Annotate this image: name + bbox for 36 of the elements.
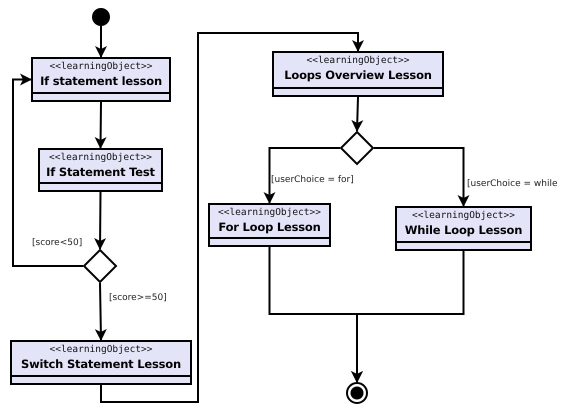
stereotype-label: <<learningObject>> <box>412 210 515 222</box>
arrow <box>94 102 107 149</box>
object-node <box>208 203 331 247</box>
object-node <box>31 57 171 102</box>
final-node <box>346 382 368 404</box>
node-title: Switch Statement Lesson <box>21 356 181 372</box>
stereotype-label: <<learningObject>> <box>49 152 152 164</box>
edge-label: [userChoice = while <box>467 179 558 190</box>
arrow <box>94 282 107 341</box>
stereotype-label: <<learningObject>> <box>306 55 410 67</box>
node-title: For Loop Lesson <box>218 219 321 235</box>
stereotype-label: <<learningObject>> <box>50 61 152 73</box>
stereotype-label: <<learningObject>> <box>50 344 152 356</box>
stereotype-label: <<learningObject>> <box>218 207 321 219</box>
arrow <box>351 251 464 383</box>
object-node <box>38 148 163 192</box>
arrow <box>100 32 364 403</box>
arrow <box>374 147 470 207</box>
arrow <box>351 96 364 132</box>
node-title: If Statement Test <box>46 164 155 180</box>
object-node <box>272 51 444 97</box>
arrow <box>12 74 83 267</box>
node-title: If statement lesson <box>40 73 162 89</box>
decision-diamond <box>83 249 117 283</box>
object-node <box>395 206 532 251</box>
decision-diamond <box>340 131 374 165</box>
initial-node <box>92 8 110 26</box>
arrow <box>95 26 107 58</box>
object-node <box>10 340 192 385</box>
arrow <box>264 147 340 204</box>
node-title: Loops Overview Lesson <box>284 67 432 83</box>
edge-label: [score>=50] <box>109 293 167 304</box>
arrow <box>94 192 106 250</box>
edge-label: [score<50] <box>32 238 82 249</box>
node-title: While Loop Lesson <box>404 222 522 238</box>
edge-label: [userChoice = for] <box>271 175 354 186</box>
